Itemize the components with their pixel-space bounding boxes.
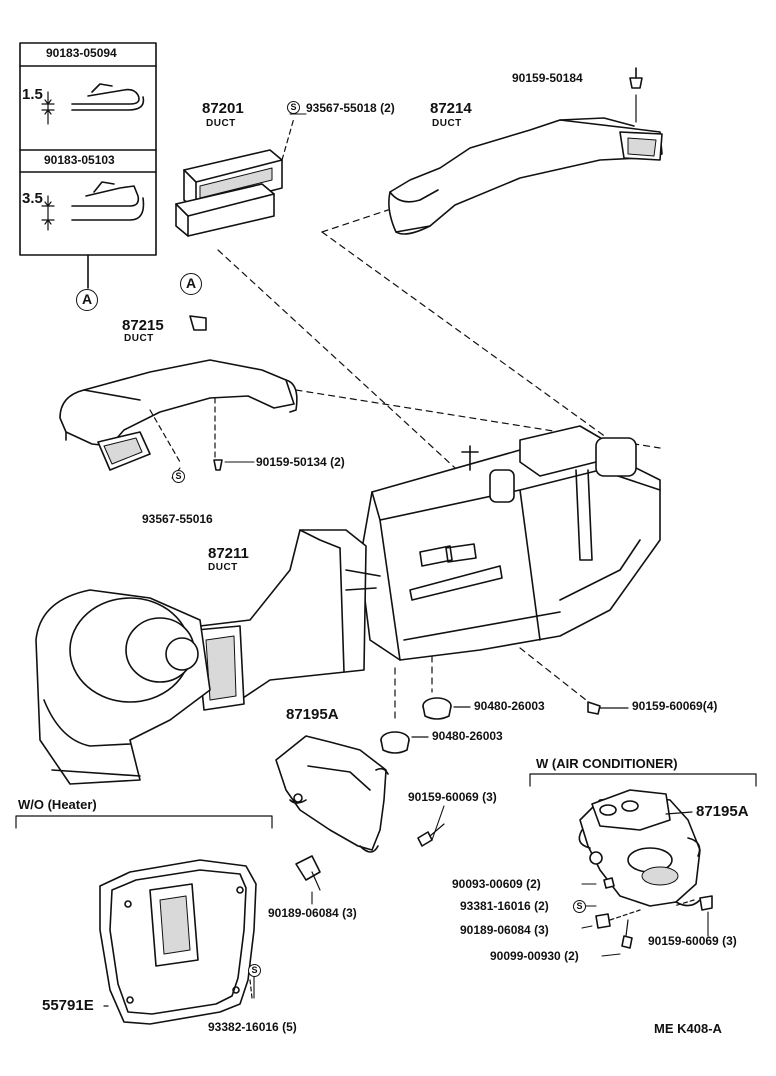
duct-87214-label: DUCT: [432, 118, 462, 129]
seal-symbol-87215: S: [172, 470, 185, 483]
duct-87201-label: DUCT: [206, 118, 236, 129]
clip-2-dimension: 3.5: [22, 190, 43, 207]
cover-55791e-drawing: [99, 859, 257, 1025]
aircon-part-5: 90159-60069 (3): [648, 934, 737, 948]
duct-87201-number: 87201: [202, 100, 244, 117]
clip-2-part-number: 90183-05103: [44, 153, 115, 167]
wo-heater-header: W/O (Heater): [18, 797, 97, 812]
wo-heater-section-lines: [15, 815, 273, 829]
aircon-part-4: 90099-00930 (2): [490, 949, 579, 963]
w-aircon-header: W (AIR CONDITIONER): [536, 756, 678, 771]
aircon-part-2: 93381-16016 (2): [460, 899, 549, 913]
clip-1-dimension: 1.5: [22, 86, 43, 103]
reference-marker-a-bottom: A: [76, 289, 98, 311]
assembly-leader-lines: [217, 231, 661, 719]
bracket-center-clip-part: 90189-06084 (3): [268, 906, 357, 920]
duct-87215-drawing: [59, 315, 298, 471]
bracket-aircon-number: 87195A: [696, 803, 749, 820]
duct-87201-seal-part: 93567-55018 (2): [306, 101, 395, 115]
clip-1-drawing: [41, 83, 145, 125]
bracket-center-number: 87195A: [286, 706, 339, 723]
clip-1-part-number: 90183-05094: [46, 46, 117, 60]
w-aircon-section-lines: [529, 773, 757, 787]
seal-symbol-87201: S: [287, 101, 300, 114]
grommets-drawing: [380, 697, 629, 754]
duct-87214-screw-part: 90159-50184: [512, 71, 583, 85]
duct-87215-seal-part: 93567-55016: [142, 512, 213, 526]
diagram-reference-code: ME K408-A: [654, 1021, 722, 1036]
clip-inset-box: [19, 42, 157, 289]
bracket-aircon-drawing: [578, 789, 713, 949]
duct-87215-label: DUCT: [124, 333, 154, 344]
duct-87214-drawing: [321, 67, 663, 235]
bracket-center-drawing: [275, 735, 445, 891]
duct-87211-label: DUCT: [208, 562, 238, 573]
reference-marker-a-top: A: [180, 273, 202, 295]
clip-2-drawing: [41, 181, 145, 231]
duct-87214-number: 87214: [430, 100, 472, 117]
cover-55791e-number: 55791E: [42, 997, 94, 1014]
duct-87211-number: 87211: [208, 545, 249, 562]
bracket-center-screw-part: 90159-60069 (3): [408, 790, 497, 804]
grommet-1-part: 90480-26003: [474, 699, 545, 713]
heater-unit-drawing: [359, 425, 661, 661]
grommet-2-part: 90480-26003: [432, 729, 503, 743]
aircon-part-3: 90189-06084 (3): [460, 923, 549, 937]
blower-drawing: [35, 589, 211, 785]
duct-87201-drawing: [175, 117, 295, 237]
duct-87215-screw-part: 90159-50134 (2): [256, 455, 345, 469]
aircon-part-1: 90093-00609 (2): [452, 877, 541, 891]
heater-unit-screw-part: 90159-60069(4): [632, 699, 718, 713]
wo-heater-seal-part: 93382-16016 (5): [208, 1020, 297, 1034]
seal-symbol-wo-heater: S: [248, 964, 261, 977]
duct-87215-number: 87215: [122, 317, 164, 334]
seal-symbol-aircon: S: [573, 900, 586, 913]
